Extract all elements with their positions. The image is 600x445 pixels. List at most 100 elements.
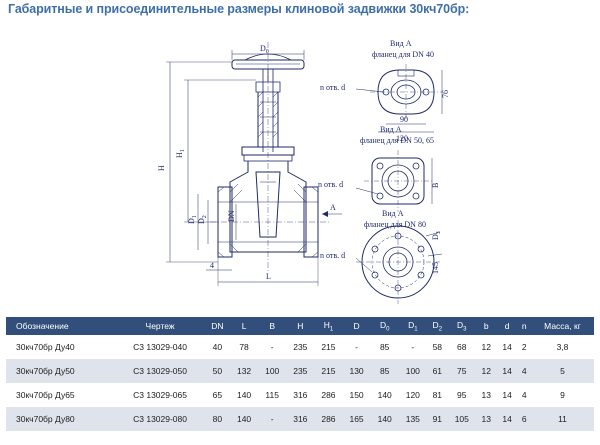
table-cell: 13 [475, 383, 497, 407]
table-cell: 316 [286, 407, 315, 431]
table-cell: 150 [342, 383, 371, 407]
table-cell: 61 [426, 359, 448, 383]
table-header-cell: d [496, 317, 518, 335]
table-cell: 91 [426, 407, 448, 431]
table-cell: 12 [475, 359, 497, 383]
table-cell: 105 [447, 407, 476, 431]
table-cell: 30кч70бр Ду65 [6, 383, 116, 407]
table-header-cell: Масса, кг [531, 317, 594, 335]
table-cell: 12 [475, 335, 497, 359]
table-header-cell: B [258, 317, 287, 335]
table-cell: 75 [447, 359, 476, 383]
label-l: L [266, 272, 271, 281]
table-cell: 165 [342, 407, 371, 431]
valve-drawing: D0 H H1 D1 D2 DN L 4 A Вид A фланец для … [157, 39, 450, 304]
table-cell: 14 [496, 383, 518, 407]
flange-view-dn40 [355, 64, 443, 133]
table-header-cell: H [286, 317, 315, 335]
view1-dim-76: 76 [441, 90, 450, 98]
table-cell: 9 [531, 383, 594, 407]
table-cell: С3 13029-040 [115, 335, 205, 359]
table-cell: 30кч70бр Ду40 [6, 335, 116, 359]
table-header-cell: D2 [426, 317, 448, 335]
table-cell: 40 [204, 335, 230, 359]
label-d2: D2 [197, 215, 208, 224]
table-cell: 4 [517, 383, 531, 407]
flange-view-dn50-65 [355, 150, 433, 212]
table-header-cell: L [230, 317, 259, 335]
table-cell: - [342, 335, 371, 359]
table-cell: 316 [286, 383, 315, 407]
view3-dim-d3: D3 [431, 231, 442, 240]
table-cell: 100 [258, 359, 287, 383]
label-h1: H1 [175, 149, 186, 158]
table-header-cell: D1 [398, 317, 427, 335]
table-cell: 235 [286, 359, 315, 383]
table-cell: 215 [314, 335, 343, 359]
label-h: H [157, 165, 166, 171]
table-cell: 13 [475, 407, 497, 431]
table-cell: 14 [496, 359, 518, 383]
table-header-cell: H1 [314, 317, 343, 335]
table-cell: 286 [314, 383, 343, 407]
label-d0: D0 [260, 44, 269, 55]
table-cell: 3,8 [531, 335, 594, 359]
view3-holes-label: n отв. d [320, 251, 345, 260]
table-cell: 215 [314, 359, 343, 383]
table-cell: 14 [496, 407, 518, 431]
label-dn: DN [227, 210, 236, 222]
view3-title: Вид A [382, 209, 404, 218]
view2-dim-b: B [431, 183, 440, 188]
view1-dim-120: 120 [396, 134, 408, 143]
view1-title: Вид A [390, 39, 412, 48]
table-cell: 58 [426, 335, 448, 359]
page-title: Габаритные и присоединительные размеры к… [8, 2, 470, 16]
table-cell: 30кч70бр Ду50 [6, 359, 116, 383]
table-header-cell: Чертеж [115, 317, 205, 335]
view2-title: Вид A [380, 125, 402, 134]
table-cell: 130 [342, 359, 371, 383]
table-header-cell: D0 [370, 317, 399, 335]
table-header-cell: D3 [447, 317, 476, 335]
table-header-cell: Обозначение [6, 317, 116, 335]
table-header-cell: D [342, 317, 371, 335]
table-cell: С3 13029-050 [115, 359, 205, 383]
table-cell: 286 [314, 407, 343, 431]
table-cell: 14 [496, 335, 518, 359]
table-cell: 50 [204, 359, 230, 383]
table-cell: 115 [258, 383, 287, 407]
table-cell: 6 [517, 407, 531, 431]
table-cell: 5 [531, 359, 594, 383]
table-cell: 100 [398, 359, 427, 383]
table-cell: 135 [398, 407, 427, 431]
table-cell: 80 [204, 407, 230, 431]
table-cell: 140 [230, 383, 259, 407]
table-header-cell: n [517, 317, 531, 335]
table-cell: 85 [370, 359, 399, 383]
label-d1: D1 [187, 215, 198, 224]
table-header-cell: b [475, 317, 497, 335]
label-4: 4 [210, 261, 214, 270]
table-cell: 120 [398, 383, 427, 407]
table-cell: 95 [447, 383, 476, 407]
view1-holes-label: n отв. d [320, 83, 345, 92]
table-cell: 85 [370, 335, 399, 359]
view3-dim-145: 145 [431, 262, 440, 274]
table-header-cell: DN [204, 317, 230, 335]
view2-subtitle: фланец для DN 50, 65 [360, 136, 434, 145]
table-cell: 78 [230, 335, 259, 359]
label-a-arrow: A [330, 203, 336, 212]
valve-main-view [166, 42, 342, 286]
table-cell: С3 13029-065 [115, 383, 205, 407]
table-cell: 2 [517, 335, 531, 359]
table-cell: - [398, 335, 427, 359]
flange-view-dn80 [355, 220, 443, 304]
table-cell: 4 [517, 359, 531, 383]
